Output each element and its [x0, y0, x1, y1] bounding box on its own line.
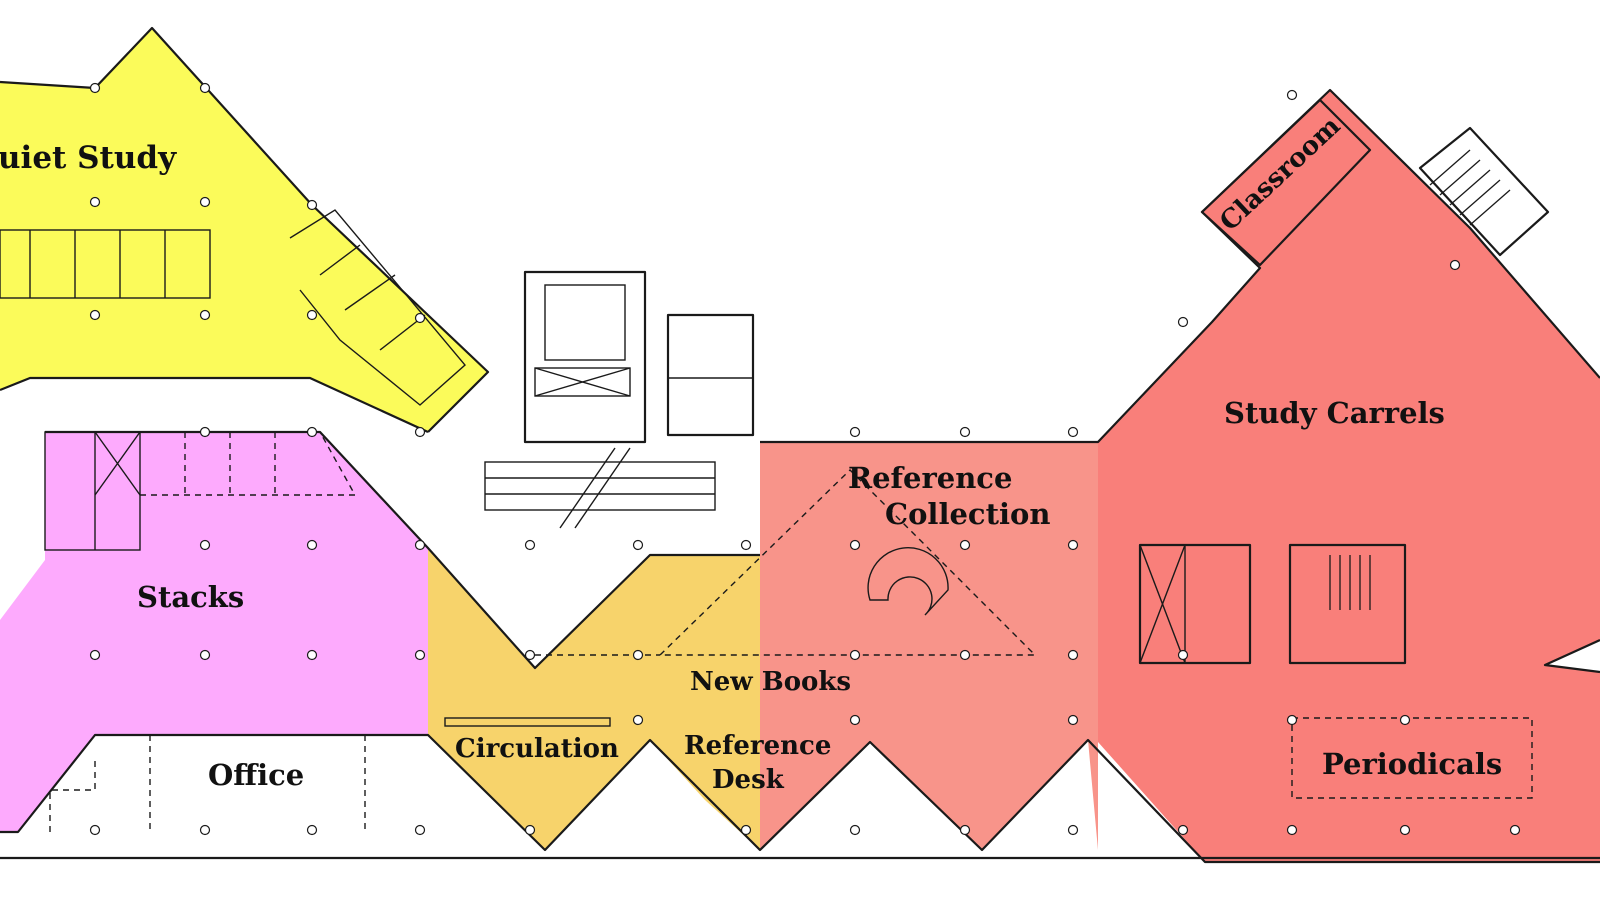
column-marker [849, 649, 861, 661]
column-marker [414, 824, 426, 836]
reference-collection-label-line1: Reference [848, 461, 1012, 495]
column-marker [1509, 824, 1521, 836]
quiet-study-label: uiet Study [0, 140, 177, 176]
column-marker [959, 426, 971, 438]
column-marker [632, 714, 644, 726]
column-marker [959, 824, 971, 836]
stacks-zone[interactable] [0, 432, 428, 832]
column-marker [306, 649, 318, 661]
column-marker [89, 196, 101, 208]
column-marker [1177, 649, 1189, 661]
column-marker [1067, 539, 1079, 551]
column-marker [524, 649, 536, 661]
spiral-stair-icon [867, 547, 949, 616]
column-marker [1286, 824, 1298, 836]
column-marker [1449, 259, 1461, 271]
stairs-icon [1329, 555, 1371, 610]
column-marker [199, 196, 211, 208]
column-marker [199, 426, 211, 438]
elevator-icon [534, 367, 631, 397]
column-marker [306, 824, 318, 836]
column-marker [1067, 714, 1079, 726]
column-marker [959, 649, 971, 661]
column-marker [1067, 426, 1079, 438]
column-marker [1177, 316, 1189, 328]
stacks-label: Stacks [137, 580, 244, 614]
column-marker [849, 714, 861, 726]
stairs-icon [1429, 149, 1511, 226]
reference-collection-label-line2: Collection [885, 497, 1050, 531]
column-marker [632, 649, 644, 661]
column-marker [89, 824, 101, 836]
column-marker [306, 426, 318, 438]
column-marker [524, 824, 536, 836]
column-marker [89, 82, 101, 94]
column-marker [414, 426, 426, 438]
circulation-zone[interactable] [428, 548, 760, 850]
column-marker [414, 312, 426, 324]
new-books-label: New Books [690, 667, 851, 697]
column-marker [306, 309, 318, 321]
structural-columns [89, 82, 1521, 836]
column-marker [959, 539, 971, 551]
column-marker [1067, 824, 1079, 836]
reference-desk-label-line2: Desk [712, 765, 785, 795]
column-marker [414, 649, 426, 661]
column-marker [414, 539, 426, 551]
periodicals-label: Periodicals [1322, 747, 1502, 781]
column-marker [740, 824, 752, 836]
column-marker [1067, 649, 1079, 661]
column-marker [199, 309, 211, 321]
column-marker [199, 824, 211, 836]
column-marker [199, 649, 211, 661]
column-marker [632, 539, 644, 551]
column-marker [1177, 824, 1189, 836]
column-marker [740, 539, 752, 551]
column-marker [306, 539, 318, 551]
study-carrels-label: Study Carrels [1224, 396, 1445, 430]
column-marker [199, 82, 211, 94]
column-marker [199, 539, 211, 551]
column-marker [1399, 714, 1411, 726]
escalator-icon [484, 447, 716, 529]
column-marker [849, 539, 861, 551]
column-marker [1286, 89, 1298, 101]
column-marker [1399, 824, 1411, 836]
column-marker [89, 309, 101, 321]
office-label: Office [208, 758, 304, 792]
quiet-study-zone[interactable] [0, 28, 488, 432]
reference-desk-label-line1: Reference [684, 731, 831, 761]
column-marker [849, 426, 861, 438]
reference-collection-zone[interactable] [760, 442, 1098, 850]
column-marker [1286, 714, 1298, 726]
column-marker [524, 539, 536, 551]
column-marker [89, 649, 101, 661]
column-marker [306, 199, 318, 211]
circulation-label: Circulation [455, 734, 619, 764]
column-marker [849, 824, 861, 836]
study-carrels-zone[interactable] [1098, 90, 1600, 862]
